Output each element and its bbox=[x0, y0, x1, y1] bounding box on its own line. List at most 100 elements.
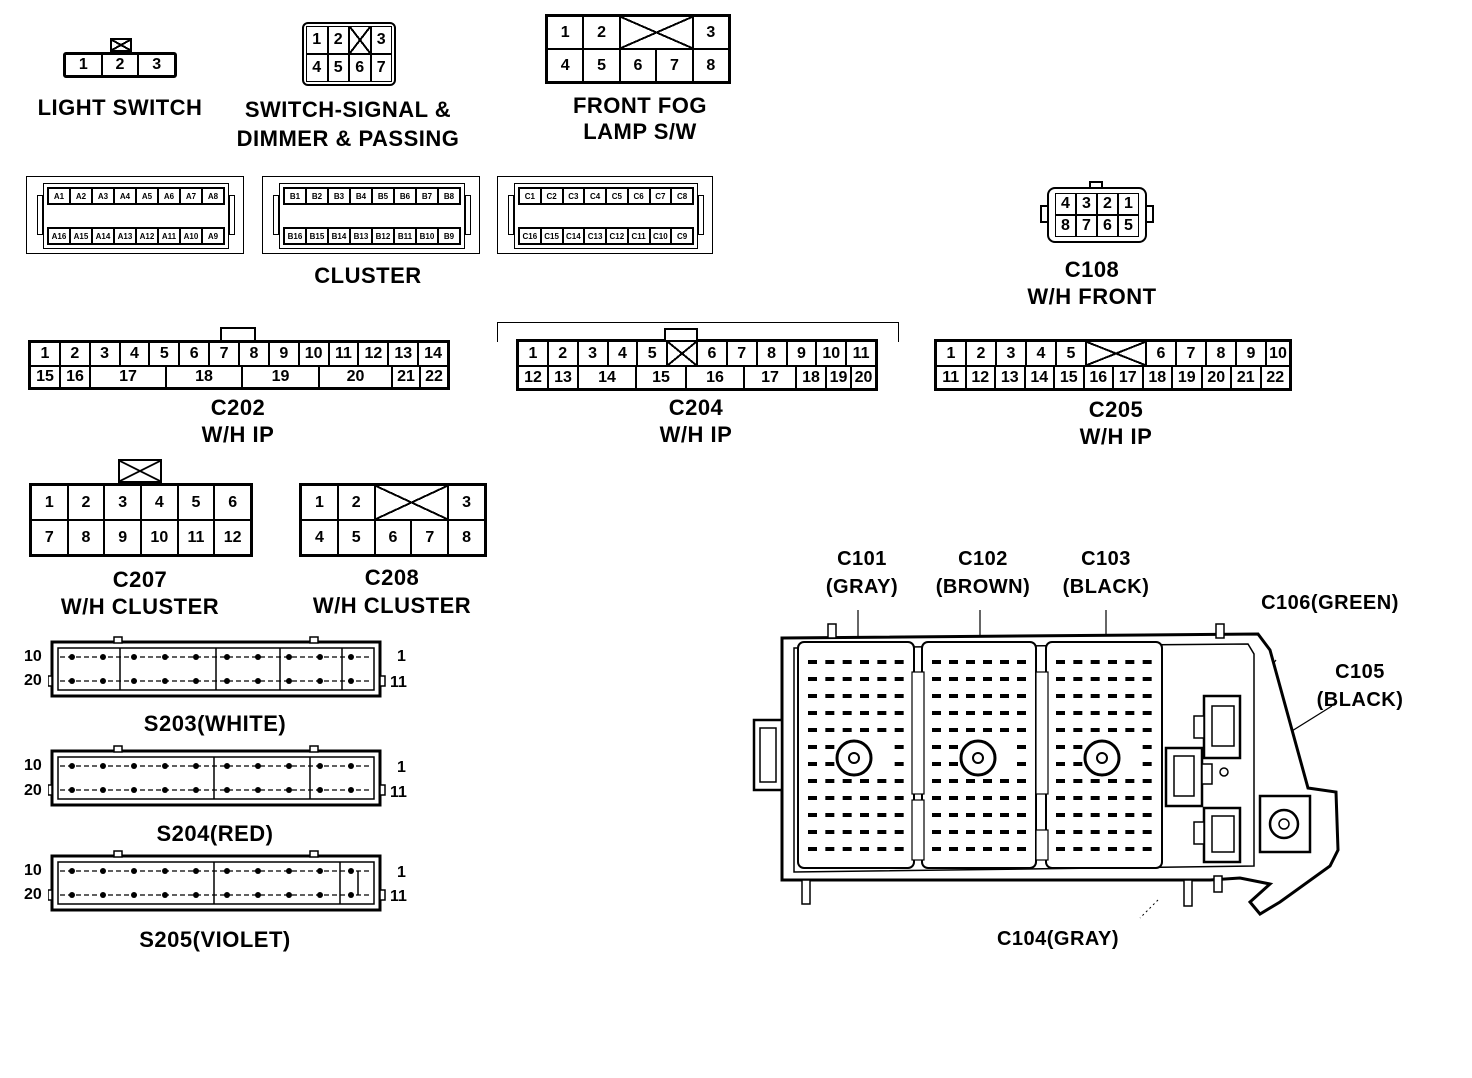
splice-s205-body bbox=[48, 850, 386, 912]
terminal-pin bbox=[932, 694, 941, 698]
terminal-pin bbox=[860, 660, 869, 664]
c102-label-2: (BROWN) bbox=[935, 576, 1031, 598]
pin: 2 bbox=[966, 341, 996, 366]
terminal-pin bbox=[808, 762, 817, 766]
terminal-pin bbox=[966, 796, 975, 800]
c202-key bbox=[220, 327, 256, 341]
splice-dot bbox=[100, 892, 106, 898]
pin: 1 bbox=[547, 16, 584, 49]
terminal-pin bbox=[1142, 779, 1152, 783]
terminal-pin bbox=[1125, 830, 1135, 834]
splice-dot bbox=[317, 787, 323, 793]
pin: B10 bbox=[416, 228, 438, 244]
splice-dot bbox=[131, 892, 137, 898]
terminal-pin bbox=[808, 745, 817, 749]
terminal-pin bbox=[966, 813, 975, 817]
terminal-pin bbox=[894, 813, 904, 817]
pin: A6 bbox=[158, 188, 180, 204]
pin: 19 bbox=[1172, 366, 1202, 389]
splice-dot bbox=[131, 763, 137, 769]
splice-pin-label: 11 bbox=[390, 674, 407, 691]
pin: 14 bbox=[418, 342, 448, 366]
pin: B9 bbox=[438, 228, 460, 244]
pin: 20 bbox=[319, 366, 392, 388]
pin: A13 bbox=[114, 228, 136, 244]
terminal-pin bbox=[1056, 660, 1065, 664]
terminal-pin bbox=[983, 728, 992, 732]
terminal-pin bbox=[966, 728, 975, 732]
pin: 15 bbox=[1054, 366, 1084, 389]
blank-pin bbox=[349, 26, 371, 54]
terminal-pin bbox=[860, 728, 869, 732]
pin: A16 bbox=[48, 228, 70, 244]
splice-dot bbox=[255, 678, 261, 684]
pin: B7 bbox=[416, 188, 438, 204]
splice-dot bbox=[286, 678, 292, 684]
pin: 4 bbox=[306, 54, 328, 82]
pin: 18 bbox=[166, 366, 242, 388]
terminal-pin bbox=[949, 660, 958, 664]
terminal-pin bbox=[1108, 796, 1117, 800]
splice-dot bbox=[100, 654, 106, 660]
pin: 10 bbox=[298, 342, 329, 366]
terminal-pin bbox=[1125, 779, 1135, 783]
terminal-pin bbox=[860, 830, 869, 834]
splice-dot bbox=[69, 787, 75, 793]
c105-label-2: (BLACK) bbox=[1316, 689, 1404, 711]
terminal-pin bbox=[842, 813, 852, 817]
terminal-pin bbox=[894, 677, 904, 681]
pin: 17 bbox=[1113, 366, 1143, 389]
pin: 11 bbox=[936, 366, 966, 389]
pin: 6 bbox=[214, 485, 251, 520]
terminal-pin bbox=[1017, 728, 1026, 732]
splice-dot bbox=[348, 763, 354, 769]
pin: 22 bbox=[420, 366, 448, 388]
terminal-pin bbox=[877, 711, 887, 715]
junction-block-drawing bbox=[752, 610, 1340, 919]
light-switch-label: LIGHT SWITCH bbox=[37, 95, 203, 120]
terminal-pin bbox=[949, 728, 958, 732]
c108-label-2: W/H FRONT bbox=[1027, 284, 1157, 309]
terminal-pin bbox=[808, 694, 817, 698]
pin: A11 bbox=[158, 228, 180, 244]
terminal-pin bbox=[1056, 728, 1065, 732]
terminal-pin bbox=[1017, 711, 1026, 715]
splice-s203-label: S203(WHITE) bbox=[143, 711, 287, 736]
terminal-pin bbox=[1108, 830, 1117, 834]
pin: 4 bbox=[547, 49, 584, 82]
splice-dot bbox=[69, 892, 75, 898]
terminal-pin bbox=[877, 779, 887, 783]
splice-dot bbox=[224, 763, 230, 769]
terminal-pin bbox=[932, 830, 941, 834]
pin: C10 bbox=[649, 228, 672, 244]
pin: 16 bbox=[1083, 366, 1113, 389]
pin: C7 bbox=[649, 188, 672, 204]
c103-label-2: (BLACK) bbox=[1062, 576, 1150, 598]
pin: 5 bbox=[177, 485, 215, 520]
terminal-pin bbox=[983, 813, 992, 817]
pin: B14 bbox=[328, 228, 350, 244]
terminal-pin bbox=[1056, 677, 1065, 681]
c205-label-2: W/H IP bbox=[1079, 424, 1153, 449]
splice-dot bbox=[193, 868, 199, 874]
terminal-pin bbox=[1073, 660, 1083, 664]
c108-pins: 4 3 2 1 8 7 6 5 bbox=[1047, 187, 1147, 243]
pin: 3 bbox=[1076, 193, 1097, 215]
front-fog-label-1: FRONT FOG bbox=[572, 93, 708, 118]
terminal-pin bbox=[842, 694, 852, 698]
splice-dot bbox=[348, 892, 354, 898]
terminal-pin bbox=[1090, 694, 1100, 698]
light-switch-key bbox=[110, 38, 132, 52]
terminal-pin bbox=[1073, 847, 1083, 851]
blank-pin bbox=[1086, 341, 1146, 366]
splice-pin-label: 10 bbox=[24, 648, 42, 665]
pin: 12 bbox=[518, 366, 548, 389]
pin: 1 bbox=[936, 341, 966, 366]
terminal-pin bbox=[932, 728, 941, 732]
pin: C12 bbox=[606, 228, 628, 244]
pin: 1 bbox=[301, 485, 338, 520]
splice-dot bbox=[286, 892, 292, 898]
splice-dot bbox=[100, 763, 106, 769]
terminal-pin bbox=[1073, 728, 1083, 732]
terminal-pin bbox=[842, 677, 852, 681]
